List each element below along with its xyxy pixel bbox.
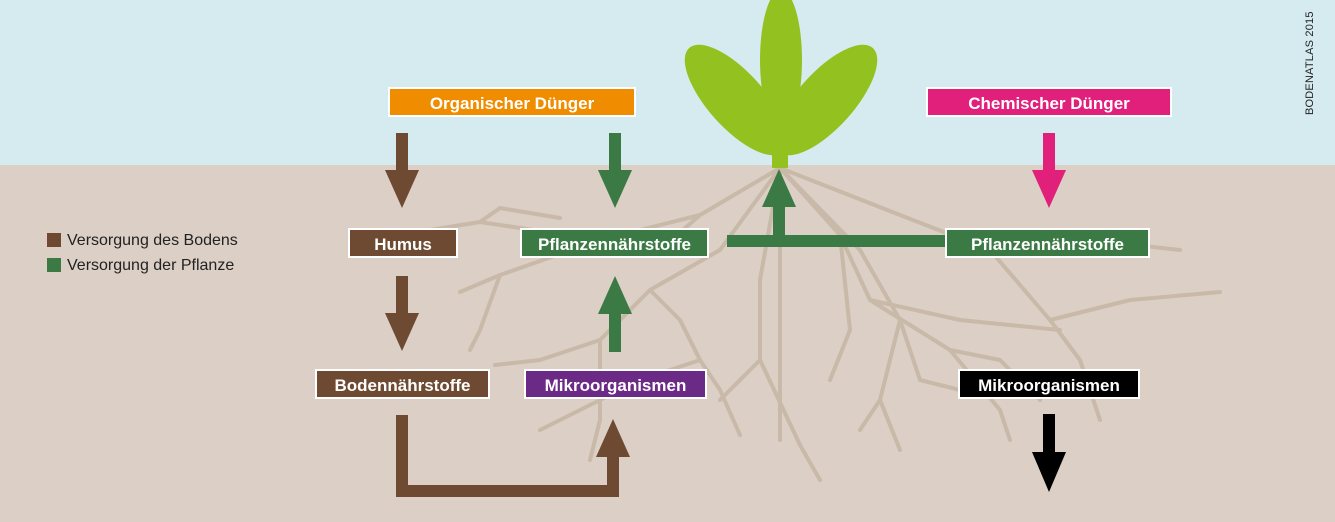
source-credit: BODENATLAS 2015 [1298, 2, 1334, 122]
plant-nutrients-right-box: Pflanzennährstoffe [945, 228, 1150, 258]
source-credit-text: BODENATLAS 2015 [1304, 11, 1316, 115]
legend-swatch-green [47, 258, 61, 272]
sky-background [0, 0, 1335, 165]
legend-item-soil-supply: Versorgung des Bodens [47, 230, 238, 252]
legend-swatch-brown [47, 233, 61, 247]
chemical-fertilizer-box: Chemischer Dünger [926, 87, 1172, 117]
soil-nutrients-box: Bodennährstoffe [315, 369, 490, 399]
humus-box: Humus [348, 228, 458, 258]
soil-background [0, 165, 1335, 522]
legend-item-plant-supply: Versorgung der Pflanze [47, 255, 234, 277]
legend-label-plant-supply: Versorgung der Pflanze [67, 257, 234, 274]
legend-label-soil-supply: Versorgung des Bodens [67, 232, 238, 249]
microorganisms-right-box: Mikroorganismen [958, 369, 1140, 399]
organic-fertilizer-box: Organischer Dünger [388, 87, 636, 117]
plant-nutrients-left-box: Pflanzennährstoffe [520, 228, 709, 258]
microorganisms-left-box: Mikroorganismen [524, 369, 707, 399]
